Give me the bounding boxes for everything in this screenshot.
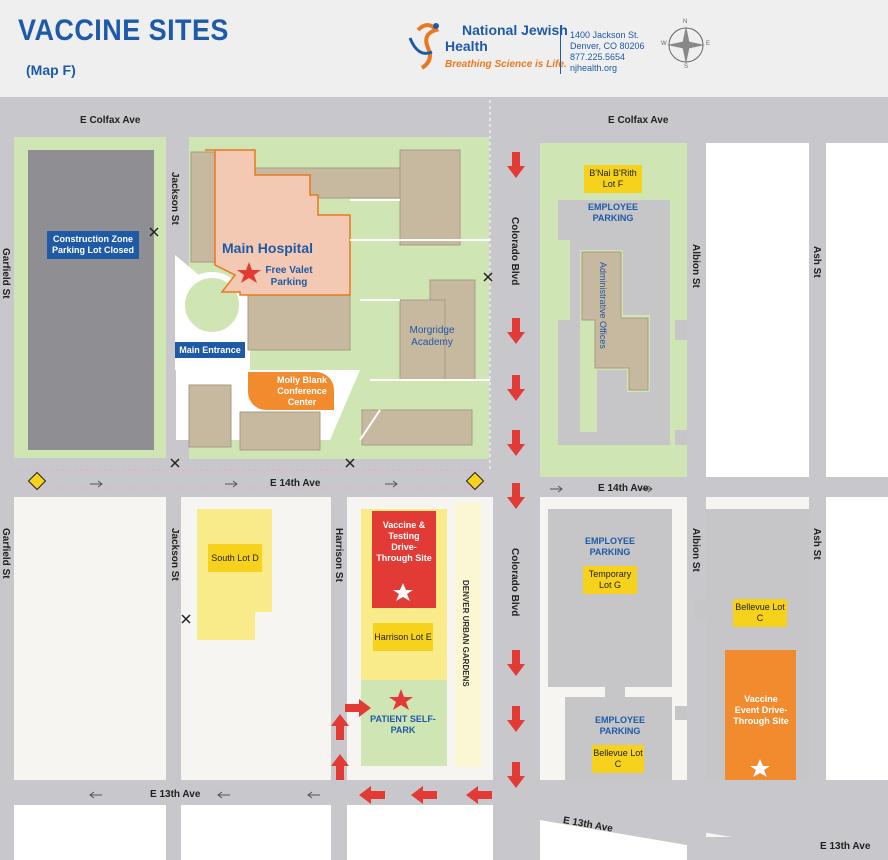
construction-zone-label: Construction Zone Parking Lot Closed — [47, 231, 139, 259]
logo-icon — [408, 23, 440, 70]
bellevue-lot-c-label-1: Bellevue Lot C — [592, 745, 644, 773]
patient-self-park-label: PATIENT SELF-PARK — [370, 714, 436, 735]
street-colorado-south: Colorado Blvd — [509, 548, 520, 617]
org-name: National Jewish Health — [445, 22, 568, 54]
employee-parking-south-1 — [548, 509, 672, 687]
page-subtitle: (Map F) — [26, 62, 76, 78]
compass-icon — [667, 26, 705, 64]
street-jackson-south: Jackson St — [169, 528, 180, 581]
construction-lot — [28, 150, 154, 450]
street-14th-east: E 14th Ave — [598, 483, 649, 494]
org-name-line1: National Jewish — [462, 22, 568, 38]
patient-self-park-area — [361, 680, 447, 766]
header-divider — [560, 26, 561, 74]
org-address: 1400 Jackson St. Denver, CO 80206 877.22… — [570, 30, 645, 74]
street-13th-east: E 13th Ave — [820, 841, 871, 852]
harrison-lot-e-label: Harrison Lot E — [373, 623, 433, 651]
employee-parking-south1-label: EMPLOYEE PARKING — [584, 536, 635, 557]
traffic-arrow-east — [345, 699, 371, 717]
page-title: VACCINE SITES — [18, 14, 229, 47]
vaccine-event-star — [750, 759, 770, 777]
traffic-arrows-southbound — [507, 152, 525, 788]
main-hospital-star — [237, 262, 261, 283]
org-name-line2: Health — [445, 38, 488, 54]
street-colorado-north: Colorado Blvd — [509, 217, 520, 286]
traffic-arrows-westbound — [359, 786, 492, 804]
patient-self-park-star — [389, 689, 413, 710]
street-ash-south: Ash St — [811, 528, 822, 560]
employee-parking-south2-label: EMPLOYEE PARKING — [594, 715, 645, 736]
street-jackson-north: Jackson St — [169, 172, 180, 225]
vaccine-testing-site-label: Vaccine & Testing Drive-Through Site — [376, 520, 432, 563]
administrative-offices-building — [581, 251, 649, 391]
street-colfax-east: E Colfax Ave — [608, 115, 669, 126]
compass-w: W — [661, 41, 667, 47]
compass-n: N — [683, 19, 688, 25]
main-hospital-building — [205, 149, 351, 296]
compass-s: S — [684, 64, 689, 70]
morgridge-academy-label: Morgridge Academy — [409, 325, 455, 348]
block-ne2 — [706, 143, 809, 477]
block-sw — [14, 497, 166, 780]
bnai-brith-lot-label: B'Nai B'Rith Lot F — [584, 165, 642, 193]
administrative-offices-label: Administrative Offices — [598, 262, 608, 349]
main-hospital-label: Main Hospital — [222, 240, 314, 256]
compass-e: E — [706, 41, 711, 47]
bellevue-lot-c-label-2: Bellevue Lot C — [733, 599, 787, 627]
address-street: 1400 Jackson St. — [570, 30, 640, 40]
street-ash-north: Ash St — [811, 246, 822, 278]
molly-blank-label: Molly Blank Conference Center — [248, 372, 334, 410]
street-13th-west: E 13th Ave — [150, 789, 201, 800]
vaccine-testing-star — [393, 583, 413, 601]
street-14th-west: E 14th Ave — [270, 478, 321, 489]
main-entrance-label: Main Entrance — [175, 342, 245, 358]
address-city: Denver, CO 80206 — [570, 41, 645, 51]
street-garfield-north: Garfield St — [0, 248, 11, 299]
street-colfax-west: E Colfax Ave — [80, 115, 141, 126]
address-phone[interactable]: 877.225.5654 — [570, 52, 626, 62]
temporary-lot-g-label: Temporary Lot G — [583, 566, 637, 594]
street-harrison: Harrison St — [333, 528, 344, 582]
street-albion-south: Albion St — [690, 528, 701, 572]
vaccine-event-site-label: Vaccine Event Drive-Through Site — [733, 694, 789, 726]
org-tagline: Breathing Science is Life. — [445, 59, 567, 70]
pedestrian-crossing-signs — [27, 471, 485, 491]
street-garfield-south: Garfield St — [0, 528, 11, 579]
address-website[interactable]: njhealth.org — [570, 63, 618, 73]
street-albion-north: Albion St — [690, 244, 701, 288]
traffic-arrows-northbound — [331, 714, 349, 780]
employee-parking-north-label: EMPLOYEE PARKING — [587, 202, 638, 223]
south-lot-d-label: South Lot D — [208, 544, 262, 572]
free-valet-parking-label: Free Valet Parking — [265, 265, 313, 288]
denver-urban-gardens-label: DENVER URBAN GARDENS — [461, 580, 470, 687]
denver-urban-gardens-area — [455, 503, 481, 767]
south-lot-d-area — [197, 509, 272, 640]
block-ne3 — [826, 143, 888, 477]
